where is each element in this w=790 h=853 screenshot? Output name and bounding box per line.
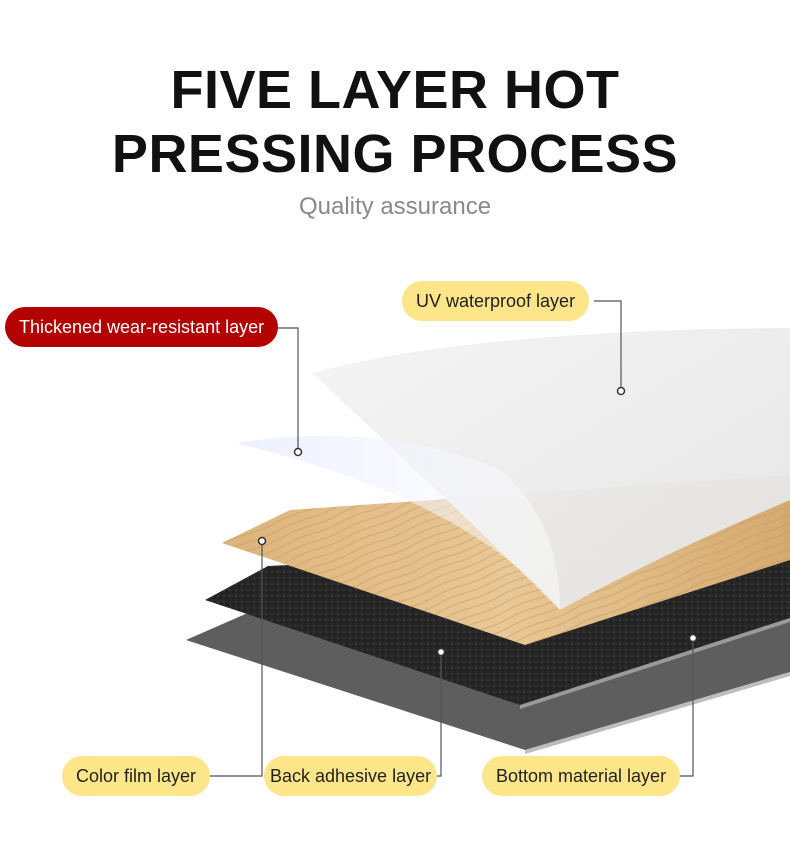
leader-wear <box>272 327 299 450</box>
marker-wear <box>293 447 303 457</box>
uv-waterproof-sheet <box>312 328 790 610</box>
marker-bottom <box>688 633 698 643</box>
title-line-1: FIVE LAYER HOT <box>170 60 620 120</box>
marker-color-film <box>257 536 267 546</box>
marker-uv <box>616 386 626 396</box>
page-subtitle: Quality assurance <box>298 193 492 220</box>
page-title: FIVE LAYER HOT PRESSING PROCESS <box>0 58 790 186</box>
leader-bottom <box>676 638 694 777</box>
title-line-2: PRESSING PROCESS <box>111 124 679 184</box>
label-wear-resistant: Thickened wear-resistant layer <box>5 307 279 347</box>
leader-color-film <box>210 541 263 777</box>
label-back-adhesive: Back adhesive layer <box>264 756 438 796</box>
label-bottom-material: Bottom material layer <box>482 756 681 796</box>
label-uv-waterproof: UV waterproof layer <box>402 281 590 321</box>
leader-uv <box>594 300 622 389</box>
marker-back-adhesive <box>436 647 446 657</box>
wear-resistant-sheet <box>236 435 560 610</box>
label-color-film: Color film layer <box>62 756 211 796</box>
